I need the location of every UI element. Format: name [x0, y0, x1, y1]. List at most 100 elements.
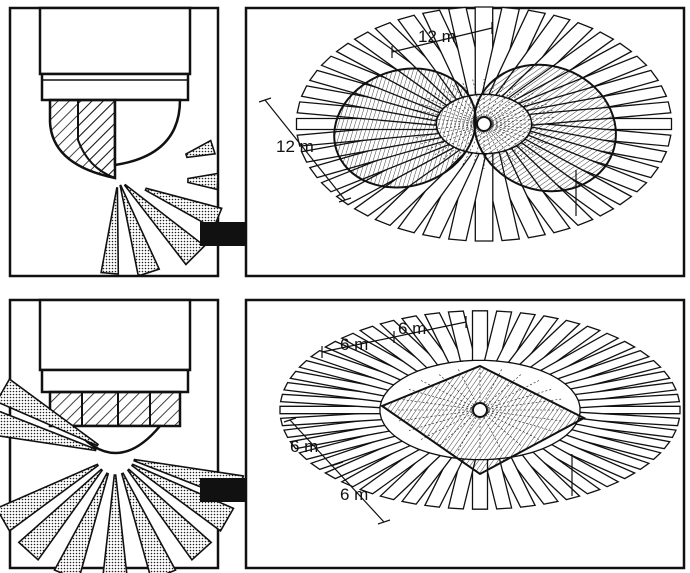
bottom-zone-finger — [563, 429, 662, 461]
bottom-sensor-panel — [0, 298, 245, 573]
top-dim-width-label: 12 m — [418, 27, 456, 46]
bottom-zone-finger — [569, 423, 671, 450]
bottom-spoke — [437, 409, 481, 447]
bottom-detection-zones — [279, 310, 681, 510]
bottom-spoke — [437, 373, 481, 411]
bottom-zone-finger — [563, 359, 662, 391]
top-spoke — [483, 103, 549, 125]
bottom-zone-finger — [471, 310, 489, 362]
bottom-ray — [17, 468, 104, 561]
top-spoke — [483, 81, 507, 125]
top-spoke — [483, 97, 543, 125]
bottom-spoke — [479, 388, 553, 411]
bottom-zone-finger — [539, 332, 620, 377]
top-spoke — [441, 87, 485, 125]
bottom-ray — [130, 463, 235, 533]
bottom-zone-finger — [379, 319, 442, 369]
bottom-zone-finger — [529, 447, 602, 495]
bottom-zone-finger — [556, 434, 651, 471]
bottom-spoke — [420, 409, 481, 440]
bottom-zone-finger — [579, 405, 681, 415]
bottom-spoke — [398, 398, 481, 411]
bottom-zone-finger — [358, 447, 431, 495]
top-spoke — [425, 97, 485, 125]
bottom-zone-finger — [539, 443, 620, 488]
top-spoke — [419, 123, 485, 145]
bottom-zone-finger — [518, 451, 581, 501]
bottom-zone-finger — [379, 451, 442, 501]
bottom-ray — [0, 463, 100, 533]
bottom-spoke — [398, 409, 481, 422]
bottom-spoke — [479, 409, 540, 440]
top-dim-width: 12 m — [391, 22, 493, 58]
bottom-dim-top-left-label: 6 m — [340, 335, 368, 354]
top-coverage-lobes — [333, 63, 617, 193]
bottom-coverage-spokes — [396, 368, 564, 452]
bottom-spoke — [479, 398, 562, 411]
bottom-zone-finger — [423, 456, 465, 508]
top-spoke — [425, 123, 485, 151]
top-coverage-panel: 12 m 12 m — [244, 6, 686, 278]
top-spoke — [483, 123, 527, 161]
bottom-sensor-rays — [0, 377, 245, 573]
bottom-zone-finger — [298, 429, 397, 461]
bottom-zone-finger — [279, 411, 383, 427]
bottom-zone-finger — [569, 370, 671, 397]
bottom-dim-left-upper-label: 6 m — [290, 437, 318, 456]
bottom-spoke — [479, 409, 553, 432]
top-spoke — [451, 83, 485, 125]
bottom-zone-finger — [323, 439, 412, 480]
top-dim-depth: 12 m — [258, 97, 352, 203]
top-sensor-marker — [476, 116, 492, 132]
bottom-dim-lines: 6 m 6 m 6 m 6 m — [283, 316, 467, 525]
bottom-ray — [53, 472, 110, 573]
bottom-zone-finger — [340, 443, 421, 488]
bottom-zone-finger — [289, 370, 391, 397]
bottom-zone-finger — [574, 381, 677, 403]
top-ray — [184, 139, 217, 159]
bottom-zone-finger — [400, 315, 453, 366]
bottom-zone-finger — [283, 417, 386, 439]
bottom-sensor-collar — [40, 368, 190, 394]
top-ray — [119, 184, 161, 277]
bottom-spoke — [420, 380, 481, 411]
bottom-zone-finger — [423, 312, 465, 364]
sensor-head-icon — [38, 6, 192, 180]
bottom-lens-ring — [48, 390, 182, 428]
bottom-zone-finger — [323, 340, 412, 381]
top-lens-segment-mid — [77, 99, 116, 180]
bottom-zone-finger — [309, 349, 404, 386]
bottom-zone-finger — [548, 439, 637, 480]
bottom-zone-finger — [279, 405, 381, 415]
top-ray — [123, 183, 206, 266]
top-spoke — [483, 123, 543, 151]
top-spoke — [483, 123, 507, 167]
bottom-zone-finger — [483, 310, 513, 362]
bottom-sensor-housing — [38, 298, 192, 372]
top-coverage-spokes — [412, 79, 556, 169]
bottom-spoke — [479, 409, 523, 447]
bottom-zone-finger — [577, 393, 681, 409]
top-spoke — [451, 123, 485, 165]
bottom-spoke — [479, 373, 523, 411]
bottom-zone-finger — [495, 312, 537, 364]
top-ray — [187, 172, 219, 191]
bottom-sensor-marker — [472, 402, 488, 418]
bottom-ray — [126, 468, 213, 561]
top-spoke — [441, 123, 485, 161]
bottom-spoke — [407, 409, 481, 432]
bottom-dim-left-lower-label: 6 m — [340, 485, 368, 504]
bottom-spoke — [479, 380, 540, 411]
bottom-zone-finger — [447, 310, 477, 362]
top-ray — [100, 186, 120, 275]
bottom-ray — [120, 472, 177, 573]
top-lobe-left — [333, 67, 477, 189]
bottom-zone-finger — [556, 349, 651, 386]
bottom-ray — [0, 410, 97, 452]
bottom-spoke — [407, 388, 481, 411]
top-dim-depth-label: 12 m — [276, 137, 314, 156]
top-sensor-housing — [38, 6, 192, 76]
bottom-zone-finger — [529, 325, 602, 373]
bottom-zone-finger — [518, 319, 581, 369]
top-spoke — [483, 123, 549, 145]
